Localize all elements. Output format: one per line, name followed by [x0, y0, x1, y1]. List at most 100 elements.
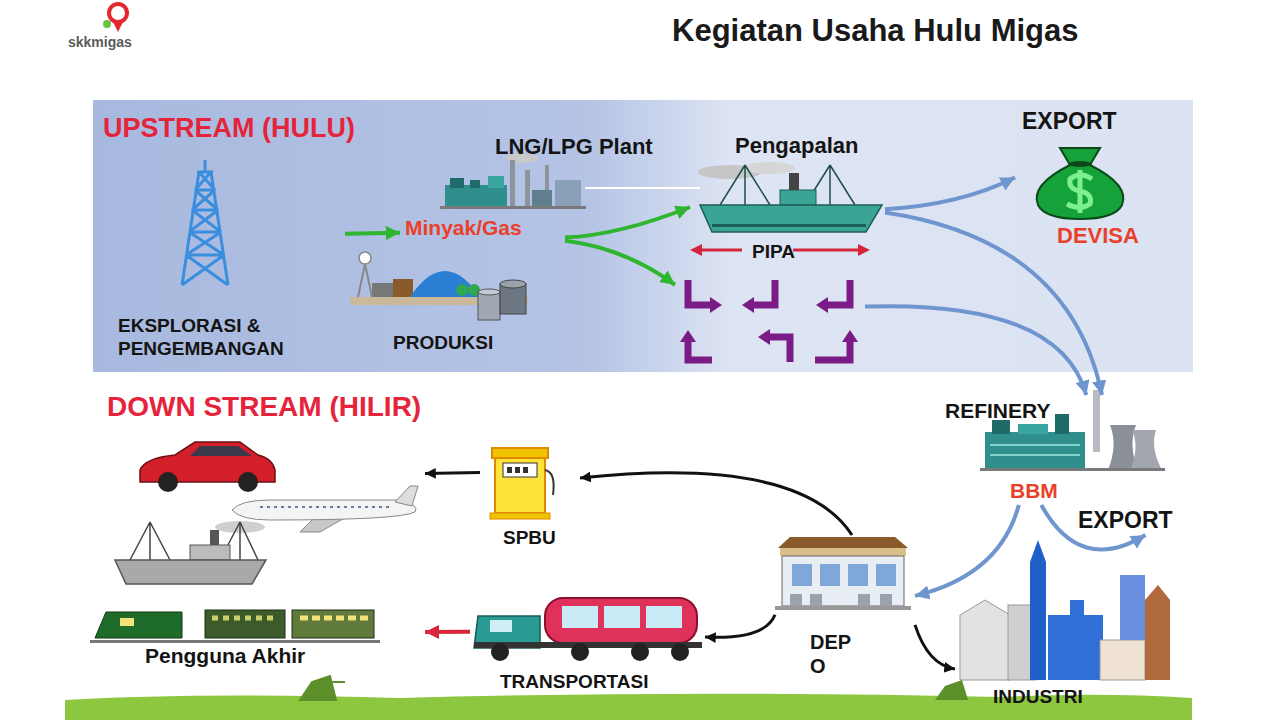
train-part [120, 618, 134, 626]
airplane [232, 486, 418, 532]
node-label: INDUSTRI [993, 686, 1173, 709]
node-label: PIPA [752, 241, 812, 264]
industry-buildings [960, 540, 1170, 680]
industry-buildings-part [1030, 540, 1046, 680]
industry-buildings-part [1048, 615, 1103, 680]
refinery-icon-part [1055, 414, 1069, 434]
airplane-part [260, 506, 390, 508]
node-label: Minyak/Gas [405, 215, 563, 240]
node-label: TRANSPORTASI [500, 671, 704, 694]
tanker-truck-part [671, 643, 689, 661]
depot-building-part [820, 564, 840, 586]
train [90, 610, 380, 643]
process-node: EKSPLORASI & PENGEMBANGAN [110, 180, 345, 365]
refinery-icon-part [992, 420, 1010, 434]
industry-buildings-part [1070, 600, 1084, 615]
car-part [190, 446, 252, 456]
tanker-truck-part [646, 606, 682, 628]
node-label: EXPORT [1022, 108, 1152, 136]
depot-building-part [780, 548, 906, 556]
depot-building-part [848, 564, 868, 586]
train-part [90, 640, 380, 643]
train-part [300, 616, 368, 621]
train-part [95, 612, 182, 638]
logo-pin-part [109, 4, 127, 22]
depot-building-part [775, 606, 911, 610]
page-title: Kegiatan Usaha Hulu Migas [672, 12, 1272, 49]
node-label: DEP O [810, 630, 862, 678]
depot-building-part [810, 594, 822, 606]
process-node: SPBU [480, 445, 580, 555]
cargo-ship-part [115, 560, 266, 584]
section-heading: DOWN STREAM (HILIR) [107, 390, 527, 424]
process-node: EXPORT [1075, 505, 1203, 535]
node-label: Pengapalan [735, 133, 883, 159]
cargo-ship-part [210, 530, 219, 545]
node-label: REFINERY [945, 398, 1115, 423]
flow-arrow [425, 630, 470, 634]
node-label: Pengguna Akhir [145, 643, 415, 668]
flow-arrow [915, 505, 1019, 596]
node-label: SPBU [503, 527, 579, 550]
node-label: EKSPLORASI & PENGEMBANGAN [118, 315, 343, 361]
airplane-part [300, 512, 355, 532]
upstream-band: UPSTREAM (HULU) EKSPLORASI & PENGEMBANGAN… [93, 100, 1193, 372]
process-node: PIPA [675, 240, 865, 368]
logo-pin [103, 4, 127, 32]
node-label: UPSTREAM (HULU) [103, 112, 523, 144]
node-sublabel: BBM [1010, 478, 1070, 503]
process-node: INDUSTRI [955, 540, 1175, 712]
cargo-ship [115, 521, 266, 584]
tanker-truck-part [571, 643, 589, 661]
tanker-truck-part [604, 606, 640, 628]
depot-building [775, 537, 911, 610]
depot-building-part [792, 564, 812, 586]
refinery-icon-part [990, 445, 1080, 455]
industry-buildings-part [1100, 640, 1145, 680]
logo-text: skkmigas [68, 34, 188, 51]
industry-buildings-part [960, 600, 1010, 680]
industry-buildings-part [1120, 575, 1145, 640]
refinery-icon-part [1108, 425, 1138, 470]
train-part [292, 610, 374, 638]
fuel-pump [490, 448, 554, 519]
flow-arrow [580, 473, 852, 535]
process-node: EXPORT DEVISA [1015, 105, 1155, 250]
tanker-truck-part [491, 643, 509, 661]
refinery-icon-part [985, 432, 1085, 468]
tanker-truck [474, 598, 702, 661]
tanker-truck-part [474, 616, 540, 648]
cargo-ship-part [130, 522, 258, 560]
process-node: DEP O [775, 535, 915, 680]
depot-building-part [782, 556, 904, 606]
tanker-truck-part [562, 606, 598, 628]
ground-strip-part [935, 680, 968, 700]
node-sublabel: DEVISA [1057, 223, 1153, 249]
depot-building-part [790, 594, 802, 606]
fuel-pump-part [545, 470, 554, 495]
cargo-ship-part [190, 545, 230, 560]
tanker-truck-part [631, 643, 649, 661]
process-node: PRODUKSI [345, 250, 535, 362]
fuel-pump-part [503, 463, 537, 477]
refinery-icon-part [1018, 424, 1048, 434]
tanker-truck-part [490, 620, 512, 632]
car [140, 442, 275, 492]
tanker-truck-part [474, 642, 702, 648]
airplane-part [395, 486, 418, 506]
process-node: Pengguna Akhir [90, 440, 425, 680]
depot-building-part [858, 594, 870, 606]
node-label: LNG/LPG Plant [495, 134, 707, 160]
logo-pin-part [112, 20, 124, 32]
flow-arrow [425, 473, 480, 474]
fuel-pump-part [492, 448, 548, 458]
cargo-ship-part [215, 521, 265, 533]
industry-buildings-part [1145, 585, 1170, 680]
fuel-pump-part [507, 467, 512, 473]
process-node: LNG/LPG Plant [440, 132, 710, 212]
process-node: Minyak/Gas [400, 212, 565, 244]
car-part [140, 442, 275, 482]
train-part [212, 616, 278, 621]
logo-pin-part [103, 20, 111, 28]
